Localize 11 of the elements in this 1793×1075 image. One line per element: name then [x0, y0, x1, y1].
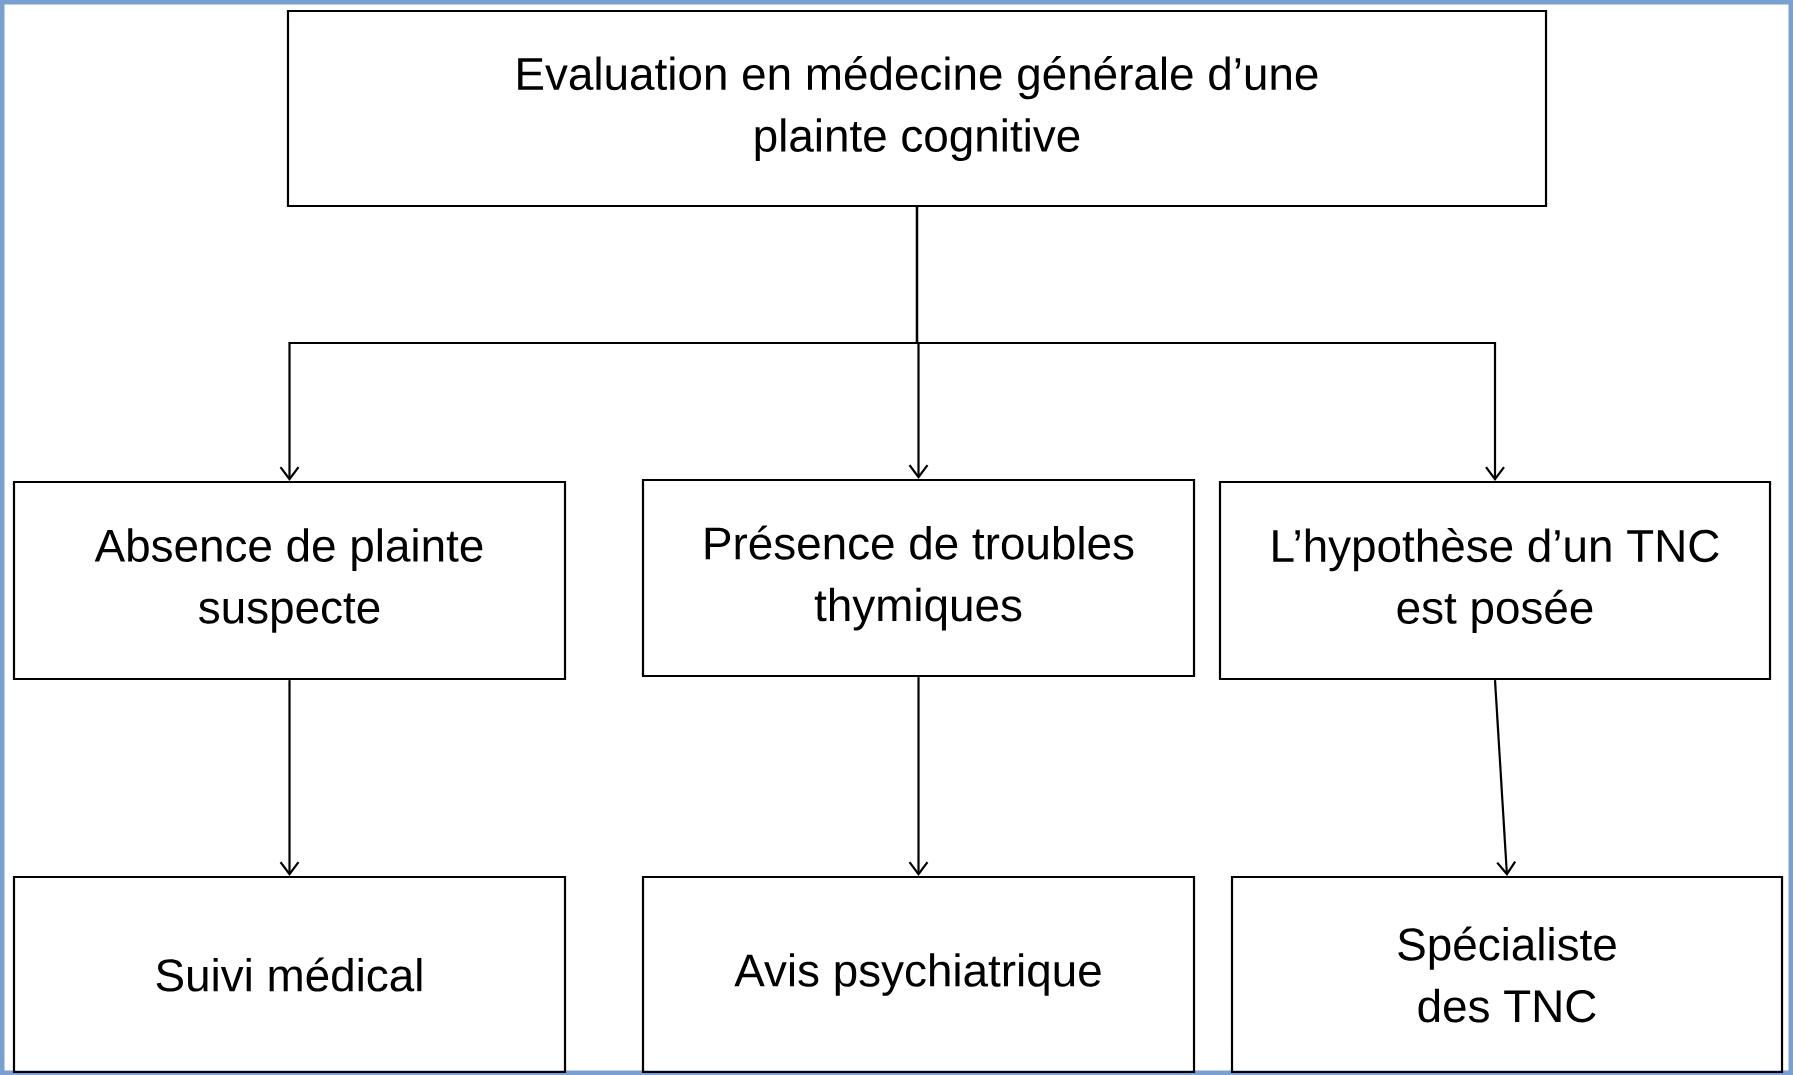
process-box: Spécialiste des TNC	[1230, 875, 1784, 1074]
arrow	[1493, 680, 1517, 876]
process-box: Absence de plainte suspecte	[12, 480, 567, 681]
process-box: L’hypothèse d’un TNC est posée	[1218, 480, 1772, 681]
arrow	[908, 677, 929, 876]
arrow	[915, 207, 1505, 481]
process-box: Evaluation en médecine générale d’une plainte cognitive	[286, 9, 1548, 208]
process-box: Avis psychiatrique	[641, 875, 1196, 1074]
process-box: Présence de troubles thymiques	[641, 478, 1196, 678]
process-box: Suivi médical	[12, 875, 567, 1074]
arrow	[279, 680, 300, 876]
